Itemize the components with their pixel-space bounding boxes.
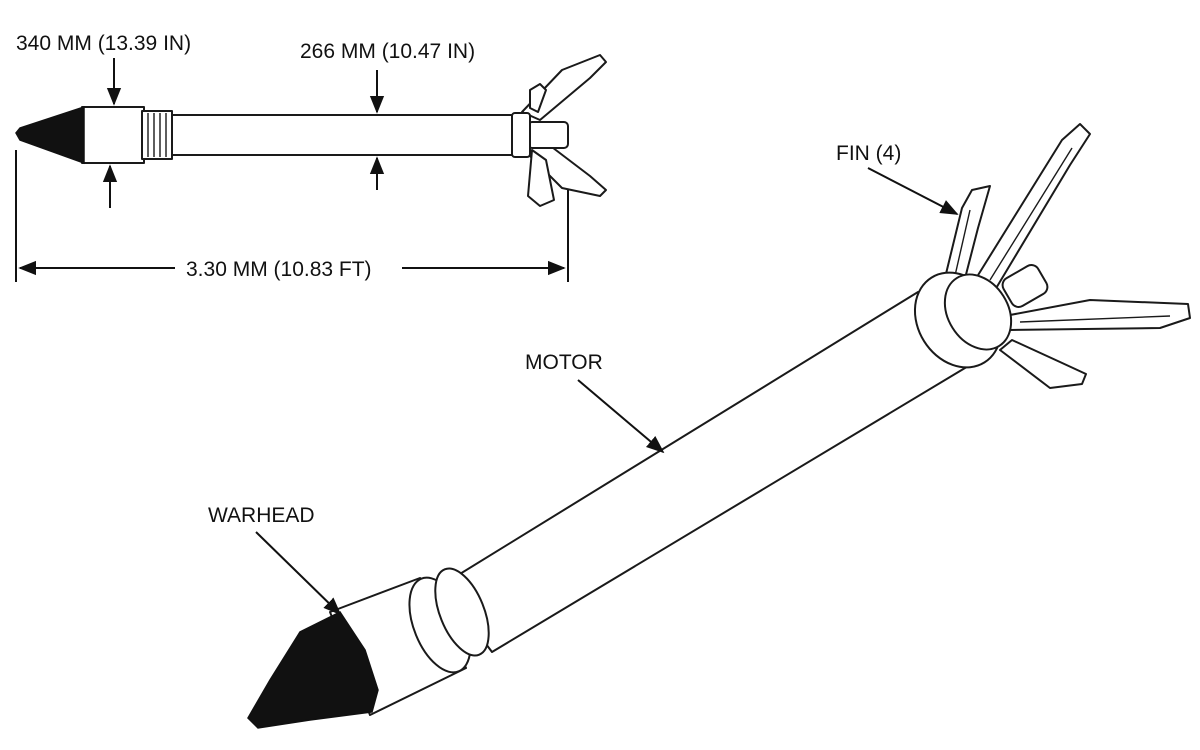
- fin-callout: FIN (4): [836, 142, 959, 215]
- isometric-rocket: [247, 123, 1191, 729]
- side-view-warhead-body: [81, 106, 145, 164]
- overall-length-label: 3.30 MM (10.83 FT): [186, 258, 372, 281]
- motor-label: MOTOR: [525, 351, 603, 374]
- warhead-label: WARHEAD: [208, 504, 315, 527]
- warhead-diameter-dimension: 340 MM (13.39 IN): [16, 32, 191, 208]
- side-view-nose: [15, 105, 85, 165]
- overall-length-dimension: 3.30 MM (10.83 FT): [15, 150, 569, 282]
- warhead-callout: WARHEAD: [208, 504, 342, 616]
- fin-label: FIN (4): [836, 142, 901, 165]
- side-view-rocket: [15, 54, 607, 207]
- warhead-diameter-label: 340 MM (13.39 IN): [16, 32, 191, 55]
- side-view-motor: [169, 114, 516, 156]
- isometric-nose: [247, 611, 379, 729]
- isometric-motor: [441, 291, 971, 653]
- side-view-aft-ring: [511, 112, 531, 158]
- isometric-fins: [943, 123, 1191, 389]
- motor-callout: MOTOR: [525, 351, 665, 454]
- motor-diameter-dimension: 266 MM (10.47 IN): [300, 40, 475, 190]
- motor-diameter-label: 266 MM (10.47 IN): [300, 40, 475, 63]
- side-view-fins: [521, 54, 607, 207]
- side-view-coupling: [141, 110, 173, 160]
